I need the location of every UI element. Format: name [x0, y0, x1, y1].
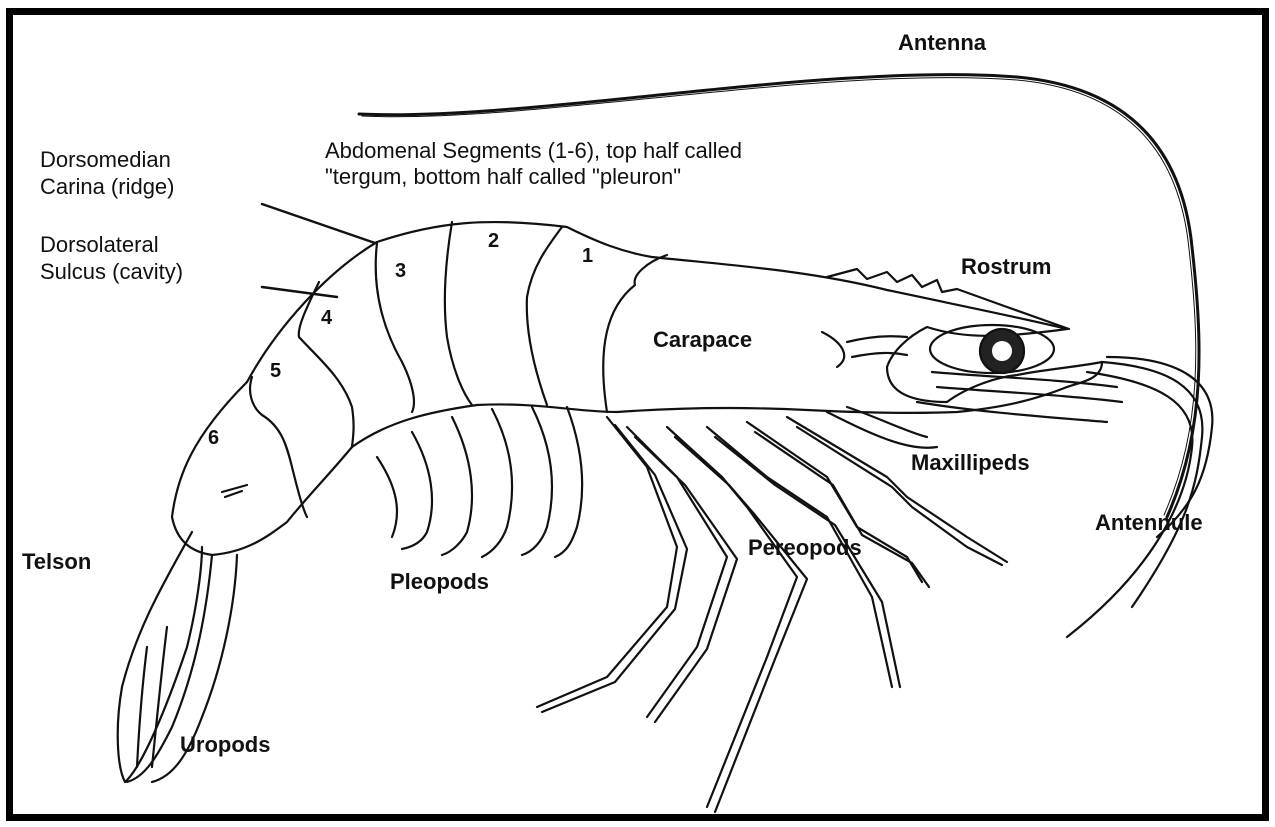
- segment-number-3: 3: [395, 260, 406, 282]
- shrimp-illustration: [13, 15, 1269, 821]
- segment-boundaries: [250, 222, 667, 517]
- rostrum-label: Rostrum: [961, 255, 1051, 280]
- diagram-frame: Antenna Abdomenal Segments (1-6), top ha…: [6, 8, 1269, 821]
- carapace-label: Carapace: [653, 328, 752, 353]
- segment-number-4: 4: [321, 307, 332, 329]
- abdominal-segments-label-line1: Abdomenal Segments (1-6), top half calle…: [325, 139, 742, 164]
- antenna-label: Antenna: [898, 31, 986, 56]
- segment-number-6: 6: [208, 427, 219, 449]
- telson-label: Telson: [22, 550, 91, 575]
- segment-number-2: 2: [488, 230, 499, 252]
- maxillipeds-label: Maxillipeds: [911, 451, 1030, 476]
- dorsolateral-leader: [262, 287, 337, 297]
- segment-mark: [222, 485, 247, 497]
- dorsomedian-leader: [262, 204, 375, 243]
- carapace-groove: [822, 332, 907, 367]
- dorsomedian-label-line2: Carina (ridge): [40, 175, 175, 200]
- pleopods-label: Pleopods: [390, 570, 489, 595]
- dorsomedian-label-line1: Dorsomedian: [40, 148, 171, 173]
- segment-number-5: 5: [270, 360, 281, 382]
- antennule-label: Antennule: [1095, 511, 1203, 536]
- uropods-label: Uropods: [180, 733, 270, 758]
- dorsolateral-label-line2: Sulcus (cavity): [40, 260, 183, 285]
- dorsolateral-label-line1: Dorsolateral: [40, 233, 159, 258]
- pereopods-label: Pereopods: [748, 536, 862, 561]
- segment-number-1: 1: [582, 245, 593, 267]
- pleopods-appendages: [377, 407, 582, 557]
- abdominal-segments-label-line2: "tergum, bottom half called "pleuron": [325, 165, 681, 190]
